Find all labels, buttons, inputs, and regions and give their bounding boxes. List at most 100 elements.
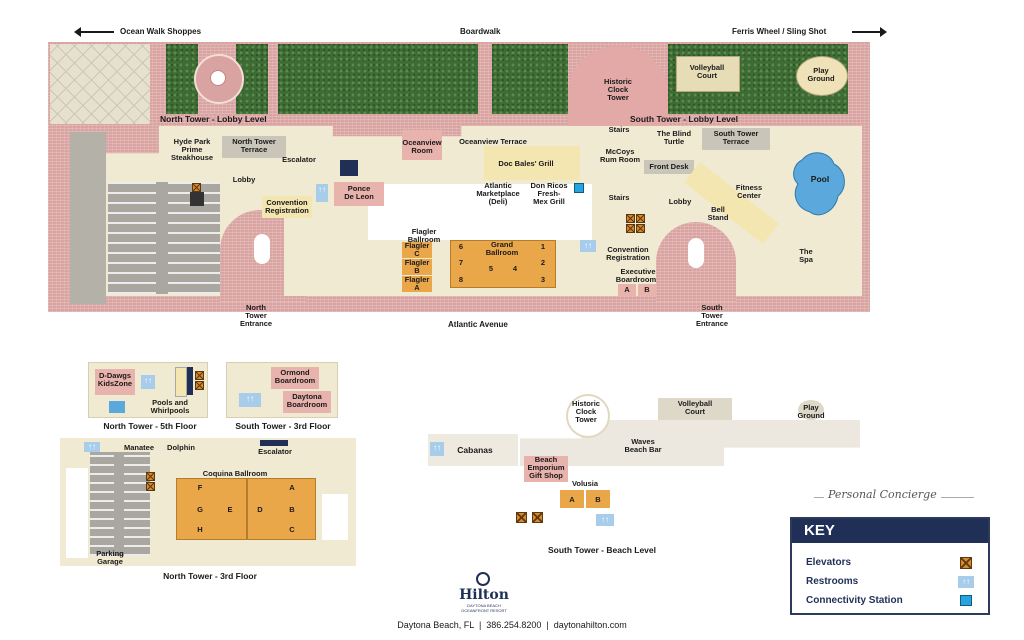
coquina-label: Coquina Ballroom [202,469,268,478]
elevator-icon [195,381,204,390]
tile-plaza [50,44,150,124]
kidszone-label: D-Dawgs KidsZone [97,371,133,388]
arrow-left-icon [74,27,114,37]
pool [793,152,845,216]
volusia-b-label: B [595,495,601,504]
lobby-level-map: Historic Clock Tower Volleyball Court Pl… [48,42,870,328]
coquina-room: G [197,505,203,514]
south-lobby-level-label: South Tower - Lobby Level [630,114,738,124]
concierge-logo: Personal Concierge [810,486,980,508]
north-5th-caption: North Tower - 5th Floor [103,421,197,431]
connectivity-station-icon [574,183,584,193]
hilton-label: Hilton [459,587,509,603]
map-key: KEY Elevators Restrooms ↑↑ Connectivity … [790,517,990,615]
elevator-icon [195,371,204,380]
front-desk [644,160,694,174]
daytona-room [283,391,331,413]
north-3rd-caption: North Tower - 3rd Floor [163,571,257,581]
beach-level-map: Historic Clock Tower Volleyball Court Pl… [420,390,870,540]
beach-clock-tower-label: Historic Clock Tower [572,399,600,424]
coquina-room: E [227,505,233,514]
grand-room: 1 [540,242,546,251]
grand-room: 2 [540,258,546,267]
clock-tower-circle [566,394,610,438]
volusia-a-label: A [569,495,575,504]
play-ground [796,56,848,96]
grand-room: 5 [488,264,494,273]
volleyball-court-label: Volleyball Court [689,63,725,80]
elevator-icon [636,224,645,233]
elevator-icon [636,214,645,223]
coquina-room: H [197,525,203,534]
coquina-room: F [197,483,203,492]
road-boardwalk: Boardwalk [460,27,501,36]
flagler-a-label: Flagler A [404,275,430,292]
coquina-room: C [289,525,295,534]
south-3rd-caption: South Tower - 3rd Floor [235,421,331,431]
south-tower-terrace-label: South Tower Terrace [713,129,759,146]
doc-bales-label: Doc Bales' Grill [498,159,554,168]
ponce-de-leon-label: Ponce De Leon [344,184,374,201]
grand-ballroom [450,240,556,288]
don-ricos-label: Don Ricos Fresh- Mex Grill [530,181,568,206]
road-ocean-walk-shoppes: Ocean Walk Shoppes [120,27,202,36]
parking-garage-label: Parking Garage [96,549,124,566]
atlantic-marketplace-label: Atlantic Marketplace (Deli) [476,181,520,206]
concierge-label: Personal Concierge [824,488,941,501]
north-tower-5th-floor-map: D-Dawgs KidsZone ↑↑ Pools and Whirlpools [88,362,208,418]
lobby-left-label: Lobby [232,175,256,184]
oceanview-room [402,130,442,160]
elevator-icon [192,183,201,192]
restroom-icon: ↑↑ [316,184,328,202]
emporium-room [524,456,568,482]
exec-b-label: B [644,285,650,294]
cabanas-label: Cabanas [457,445,493,455]
grand-ballroom-label: Grand Ballroom [485,240,519,257]
play-ground-label: Play Ground [807,66,835,83]
elevator-icon [146,472,155,481]
stairs-mid-label: Stairs [608,193,630,202]
key-connectivity-label: Connectivity Station [806,595,903,606]
restroom-icon: ↑↑ [958,576,974,588]
mccoys-label: McCoys Rum Room [600,147,640,164]
blind-turtle-label: The Blind Turtle [656,129,692,146]
flagler-c [402,242,432,258]
doc-bales-area [484,146,580,180]
convention-registration-right-label: Convention Registration [606,245,650,262]
volleyball-court [676,56,740,92]
restroom-icon: ↑↑ [596,514,614,526]
grass-area [278,44,478,114]
pools-label: Pools and Whirlpools [150,398,190,415]
flagler-a [402,276,432,292]
elevator-icon [626,224,635,233]
grand-room: 8 [458,275,464,284]
daytona-label: Daytona Boardroom [286,392,328,409]
convention-registration-left [262,196,312,218]
key-elevators-label: Elevators [806,557,852,568]
elevator-icon [146,482,155,491]
restroom-icon: ↑↑ [580,240,596,252]
arrow-right-icon [852,27,887,37]
coquina-room: A [289,483,295,492]
ponce-de-leon-room [334,182,384,206]
restroom-icon: ↑↑ [141,375,155,389]
convention-registration-left-label: Convention Registration [265,198,309,215]
escalator-label: Escalator [258,447,292,456]
south-terrace-box [702,128,770,150]
elevator-icon [626,214,635,223]
dolphin-label: Dolphin [167,443,195,452]
stairs-top-label: Stairs [608,125,630,134]
ormond-label: Ormond Boardroom [274,368,316,385]
the-spa-label: The Spa [799,247,813,264]
beach-level-caption: South Tower - Beach Level [547,545,656,555]
kidszone-room [95,369,135,395]
volusia-b [586,490,610,508]
fitness-center-label: Fitness Center [735,183,763,200]
connectivity-station-icon [960,595,972,606]
escalator-label: Escalator [282,155,316,164]
key-restrooms-label: Restrooms [806,576,859,587]
historic-clock-tower-label: Historic Clock Tower [604,77,632,102]
front-desk-label: Front Desk [649,162,689,171]
restroom-icon: ↑↑ [430,442,444,456]
parking-column [70,132,106,304]
